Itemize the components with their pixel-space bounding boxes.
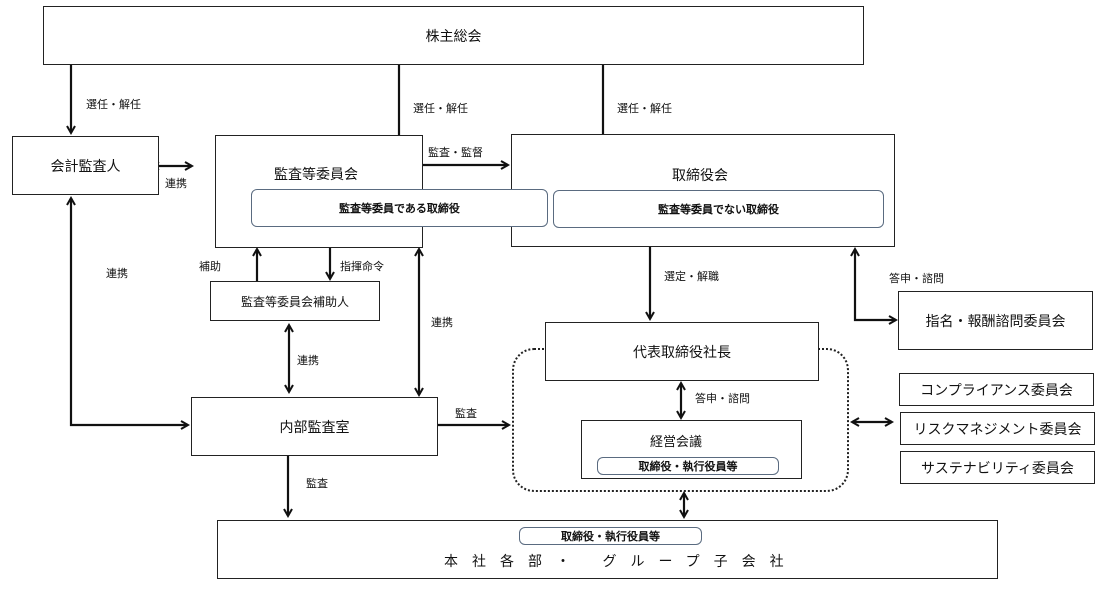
edge-label-audit-supervise: 監査・監督 xyxy=(428,146,483,159)
president-box: 代表取締役社長 xyxy=(545,322,819,381)
edge-label-report-consult-meeting: 答申・諮問 xyxy=(695,392,750,405)
edge-label-appoint-auditor: 選任・解任 xyxy=(86,98,141,111)
audit-committee-label: 監査等委員会 xyxy=(274,167,358,183)
president-label: 代表取締役社長 xyxy=(633,344,731,361)
accounting-auditor-box: 会計監査人 xyxy=(12,136,159,195)
non-audit-directors-pill: 監査等委員でない取締役 xyxy=(553,190,884,228)
risk-committee-box: リスクマネジメント委員会 xyxy=(900,412,1095,445)
internal-audit-box: 内部監査室 xyxy=(191,397,438,456)
edge-label-assist: 補助 xyxy=(199,260,221,273)
arrow-cooperate-auditor-internal xyxy=(71,198,188,425)
edge-label-appoint-board: 選任・解任 xyxy=(617,102,672,115)
audit-assistant-box: 監査等委員会補助人 xyxy=(210,281,380,321)
audit-committee-directors-pill: 監査等委員である取締役 xyxy=(251,189,548,227)
edge-label-cooperate-assistant-internal: 連携 xyxy=(297,354,319,367)
nomination-committee-label: 指名・報酬諮問委員会 xyxy=(925,313,1066,330)
edge-label-report-consult-nomination: 答申・諮問 xyxy=(889,272,944,285)
accounting-auditor-label: 会計監査人 xyxy=(50,158,121,175)
board-label: 取締役会 xyxy=(672,168,728,184)
audit-assistant-label: 監査等委員会補助人 xyxy=(240,294,349,309)
edge-label-cooperate-auditor-committee: 連携 xyxy=(165,177,187,190)
compliance-committee-label: コンプライアンス委員会 xyxy=(920,382,1073,399)
management-meeting-label: 経営会議 xyxy=(650,435,703,450)
management-meeting-members-pill: 取締役・執行役員等 xyxy=(597,457,779,475)
edge-label-audit-president: 監査 xyxy=(455,407,477,420)
edge-label-cooperate-auditor-internal: 連携 xyxy=(106,267,128,280)
edge-label-appoint-audit-committee: 選任・解任 xyxy=(413,102,468,115)
nomination-committee-box: 指名・報酬諮問委員会 xyxy=(898,291,1093,350)
shareholders-meeting-box: 株主総会 xyxy=(43,6,864,65)
edge-label-audit-departments: 監査 xyxy=(306,477,328,490)
departments-members-pill: 取締役・執行役員等 xyxy=(519,527,702,545)
risk-committee-label: リスクマネジメント委員会 xyxy=(913,421,1082,438)
edge-label-cooperate-committee-internal: 連携 xyxy=(431,316,453,329)
departments-label: 本社各部・ グループ子会社 xyxy=(444,554,798,570)
compliance-committee-box: コンプライアンス委員会 xyxy=(899,373,1094,406)
edge-label-select-dismiss: 選定・解職 xyxy=(664,270,719,283)
arrow-report-consult-nomination xyxy=(855,249,896,320)
internal-audit-label: 内部監査室 xyxy=(279,419,350,436)
shareholders-meeting-label: 株主総会 xyxy=(425,28,482,45)
sustainability-committee-box: サステナビリティ委員会 xyxy=(900,451,1095,484)
sustainability-committee-label: サステナビリティ委員会 xyxy=(921,460,1074,477)
edge-label-command: 指揮命令 xyxy=(340,260,384,273)
